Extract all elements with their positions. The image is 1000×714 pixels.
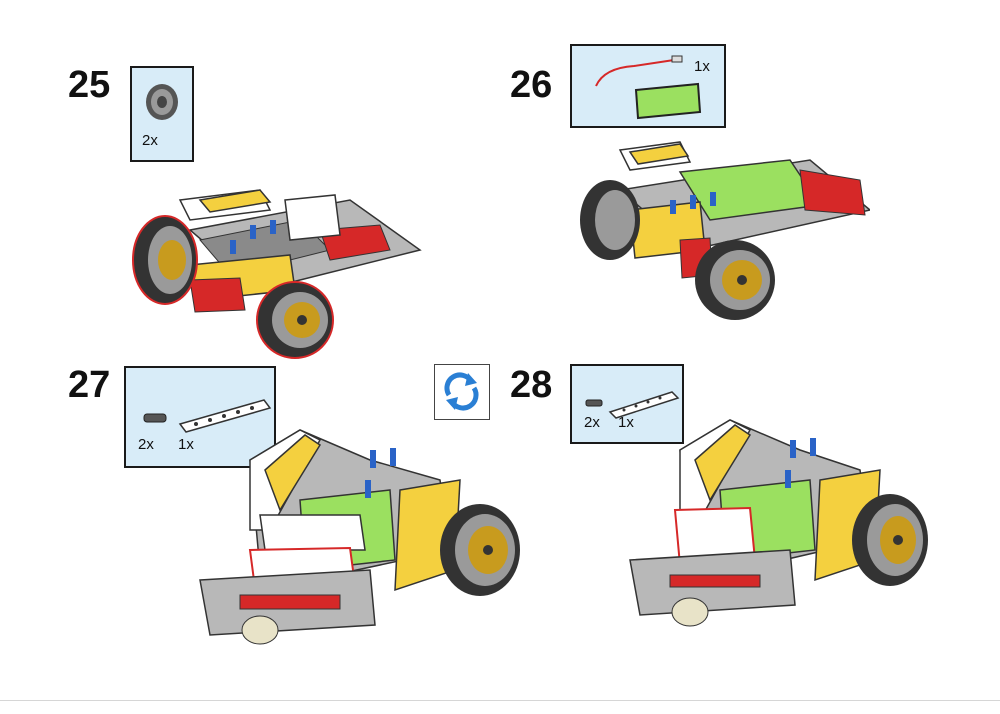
parts-box-step-26: 1x <box>570 44 726 128</box>
model-step-27 <box>199 429 520 645</box>
parts-box-step-27: 2x 1x <box>124 366 276 468</box>
wheel-hub-icon <box>146 84 178 120</box>
beam-icon <box>608 391 680 419</box>
footer-divider <box>0 700 1000 701</box>
battery-pack-icon <box>595 55 702 120</box>
axle-pin-icon <box>143 413 167 423</box>
part-qty: 1x <box>178 436 194 453</box>
axle-pin-icon <box>585 399 603 407</box>
rotate-model-icon <box>434 364 490 420</box>
step-number-27: 27 <box>68 364 111 406</box>
part-qty: 2x <box>142 132 158 149</box>
model-step-26 <box>580 141 870 320</box>
part-qty: 1x <box>694 58 710 75</box>
parts-box-step-28: 2x 1x <box>570 364 684 444</box>
part-qty: 1x <box>618 414 634 431</box>
beam-icon <box>178 399 272 433</box>
part-qty: 2x <box>584 414 600 431</box>
model-step-25 <box>132 189 422 359</box>
step-number-25: 25 <box>68 64 111 106</box>
model-step-28 <box>629 419 928 627</box>
parts-box-step-25: 2x <box>130 66 194 162</box>
step-number-26: 26 <box>510 64 553 106</box>
part-qty: 2x <box>138 436 154 453</box>
step-number-28: 28 <box>510 364 553 406</box>
